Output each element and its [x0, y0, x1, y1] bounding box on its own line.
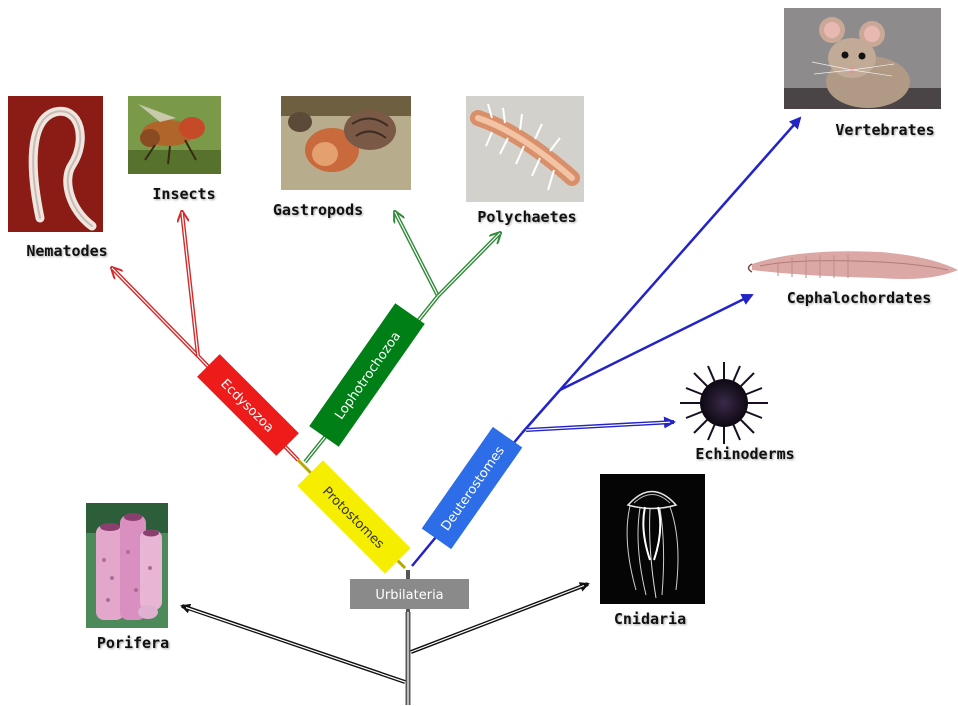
mouse-photo: [784, 8, 941, 109]
taxon-label-cnidaria: Cnidaria: [614, 610, 686, 628]
clade-box-urbilateria: Urbilateria: [350, 579, 469, 609]
jellyfish-photo: [600, 474, 705, 604]
taxon-label-nematodes: Nematodes: [26, 242, 107, 260]
taxon-label-porifera: Porifera: [97, 634, 169, 652]
sea-urchin-photo: [680, 362, 768, 444]
taxon-label-insects: Insects: [152, 185, 215, 203]
snail-photo: [281, 96, 411, 190]
taxon-label-echinoderms: Echinoderms: [695, 445, 794, 463]
taxon-label-polychaetes: Polychaetes: [477, 208, 576, 226]
taxon-label-cephalochordates: Cephalochordates: [787, 289, 932, 307]
clade-box-deuterostomes: Deuterostomes: [422, 427, 523, 549]
lancelet-photo: [749, 251, 958, 279]
clade-box-protostomes: Protostomes: [297, 460, 410, 573]
nematode-photo: [8, 96, 103, 232]
clade-label-urbilateria: Urbilateria: [375, 588, 443, 603]
taxon-label-vertebrates: Vertebrates: [835, 121, 934, 139]
clade-box-lophotrochozoa: Lophotrochozoa: [309, 303, 425, 447]
insect-photo: [128, 96, 221, 174]
sponge-photo: [86, 503, 168, 628]
taxon-label-gastropods: Gastropods: [273, 201, 363, 219]
clade-box-ecdysozoa: Ecdysozoa: [197, 354, 299, 456]
polychaete-photo: [466, 96, 584, 202]
